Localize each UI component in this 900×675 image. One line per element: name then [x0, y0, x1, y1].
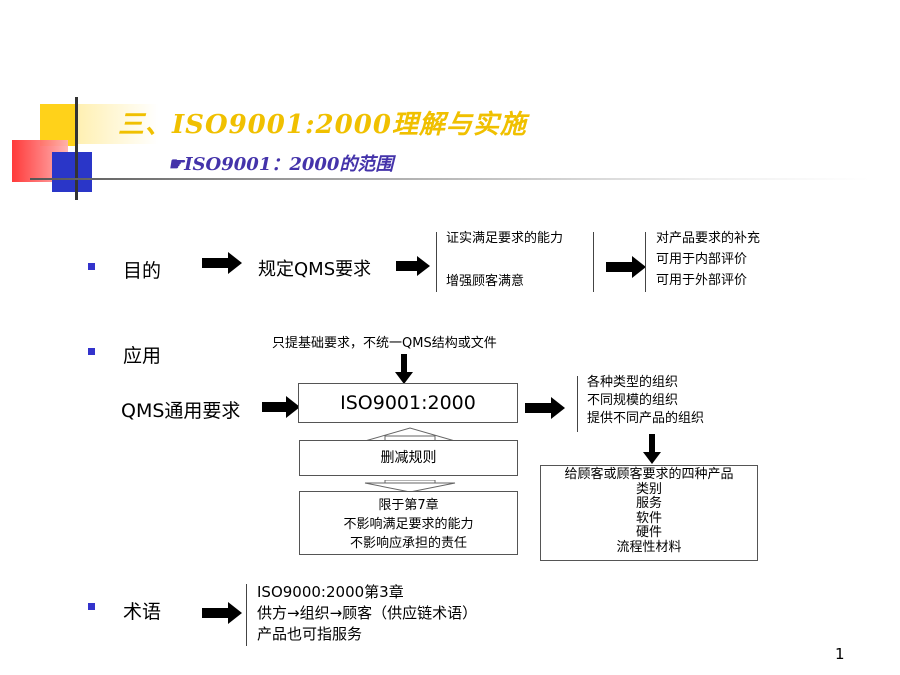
bullet-marker: [88, 263, 95, 270]
bullet-marker: [88, 603, 95, 610]
page-number: 1: [835, 645, 845, 663]
arrow-right-icon: [202, 602, 242, 624]
arrow-right-icon: [525, 397, 565, 419]
products-box: 给顾客或顾客要求的四种产品 类别 服务 软件 硬件 流程性材料: [540, 465, 758, 561]
bracket-line: [436, 232, 437, 292]
arrow-right-icon: [396, 256, 430, 276]
arrow-right-icon: [606, 256, 646, 278]
organization-item: 不同规模的组织: [587, 393, 679, 408]
organizations-list: 各种类型的组织 不同规模的组织 提供不同产品的组织: [587, 374, 704, 428]
bracket-line: [246, 584, 247, 646]
purpose-stage3-item-3: 可用于外部评价: [656, 273, 748, 288]
purpose-stage3-item-1: 对产品要求的补充: [656, 231, 761, 246]
slide-title: 三、ISO9001:2000理解与实施: [118, 110, 527, 140]
arrow-down-icon: [643, 434, 661, 464]
standard-box: ISO9001:2000: [298, 383, 518, 423]
arrow-down-outline-icon: [355, 478, 465, 497]
terms-item: 产品也可指服务: [257, 625, 363, 643]
limit-item: 限于第7章: [378, 498, 439, 513]
arrow-down-icon: [395, 354, 413, 384]
bracket-line: [593, 232, 594, 292]
product-item: 硬件: [635, 525, 662, 540]
reduction-box: 删减规则: [299, 440, 518, 476]
limit-item: 不影响满足要求的能力: [343, 517, 474, 532]
bracket-line: [645, 232, 646, 292]
purpose-stage3-item-2: 可用于内部评价: [656, 252, 748, 267]
arrow-right-icon: [262, 396, 300, 418]
terms-label: 术语: [123, 601, 162, 623]
limit-item: 不影响应承担的责任: [349, 536, 467, 551]
bracket-line: [577, 376, 578, 432]
arrow-right-icon: [202, 252, 242, 274]
product-item: 服务: [635, 496, 662, 511]
hand-pointer-icon: ☛: [168, 154, 185, 175]
organization-item: 各种类型的组织: [587, 375, 679, 390]
purpose-stage2-item-2: 增强顾客满意: [446, 274, 525, 289]
slide-subtitle: ☛ISO9001：2000的范围: [168, 150, 393, 176]
terms-item: ISO9000:2000第3章: [257, 583, 404, 601]
terms-item: 供方→组织→顾客（供应链术语）: [257, 604, 478, 622]
bullet-marker: [88, 348, 95, 355]
purpose-stage2-item-1: 证实满足要求的能力: [446, 231, 564, 246]
purpose-stage1: 规定QMS要求: [258, 259, 372, 280]
products-heading: 给顾客或顾客要求的四种产品: [564, 467, 734, 482]
purpose-label: 目的: [123, 260, 162, 282]
application-input-label: QMS通用要求: [121, 400, 241, 422]
application-note: 只提基础要求，不统一QMS结构或文件: [272, 336, 497, 351]
product-item: 类别: [635, 481, 662, 497]
limits-box: 限于第7章 不影响满足要求的能力 不影响应承担的责任: [299, 491, 518, 555]
application-label: 应用: [123, 345, 162, 367]
subtitle-text: ISO9001：2000的范围: [184, 154, 394, 175]
product-item: 软件: [635, 510, 662, 526]
organization-item: 提供不同产品的组织: [587, 411, 705, 426]
product-item: 流程性材料: [616, 539, 682, 555]
terms-list: ISO9000:2000第3章 供方→组织→顾客（供应链术语） 产品也可指服务: [257, 582, 477, 645]
